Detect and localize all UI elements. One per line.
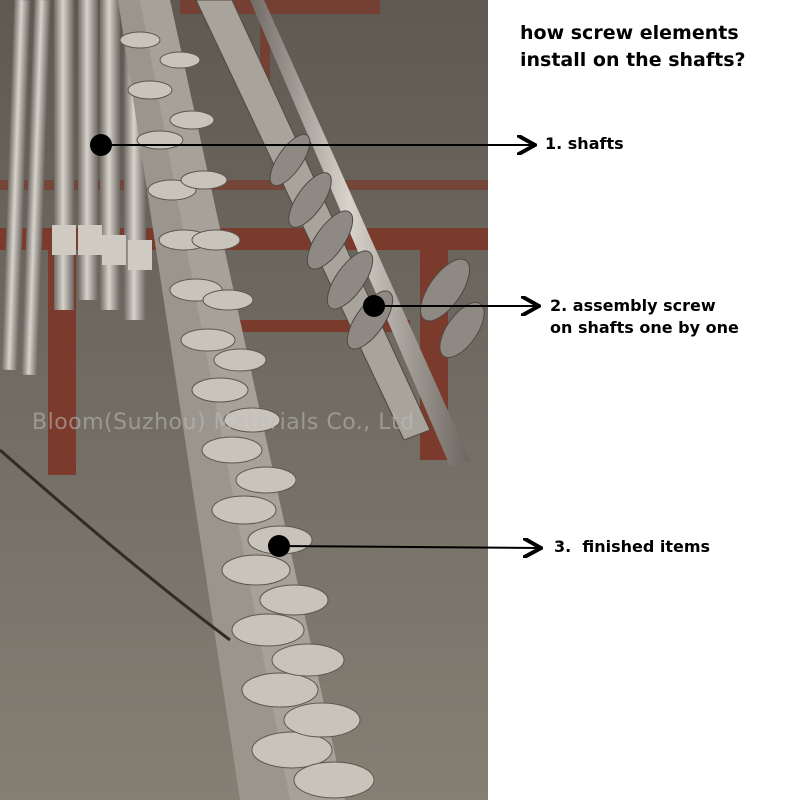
- callout-2-label: 2. assembly screw on shafts one by one: [550, 296, 739, 337]
- floor-cable: [0, 448, 231, 642]
- screw-flights: [119, 31, 375, 799]
- workshop-photo: Bloom(Suzhou) Materials Co., Ltd: [0, 0, 488, 800]
- callout-1-label: 1. shafts: [545, 134, 624, 153]
- page-title: how screw elements install on the shafts…: [520, 22, 746, 71]
- long-shaft: [250, 0, 470, 466]
- annotation-panel: [488, 0, 800, 800]
- callout-3-label: 3. finished items: [554, 537, 711, 556]
- watermark-text: Bloom(Suzhou) Materials Co., Ltd: [32, 410, 415, 435]
- photo-illustration: [0, 0, 488, 800]
